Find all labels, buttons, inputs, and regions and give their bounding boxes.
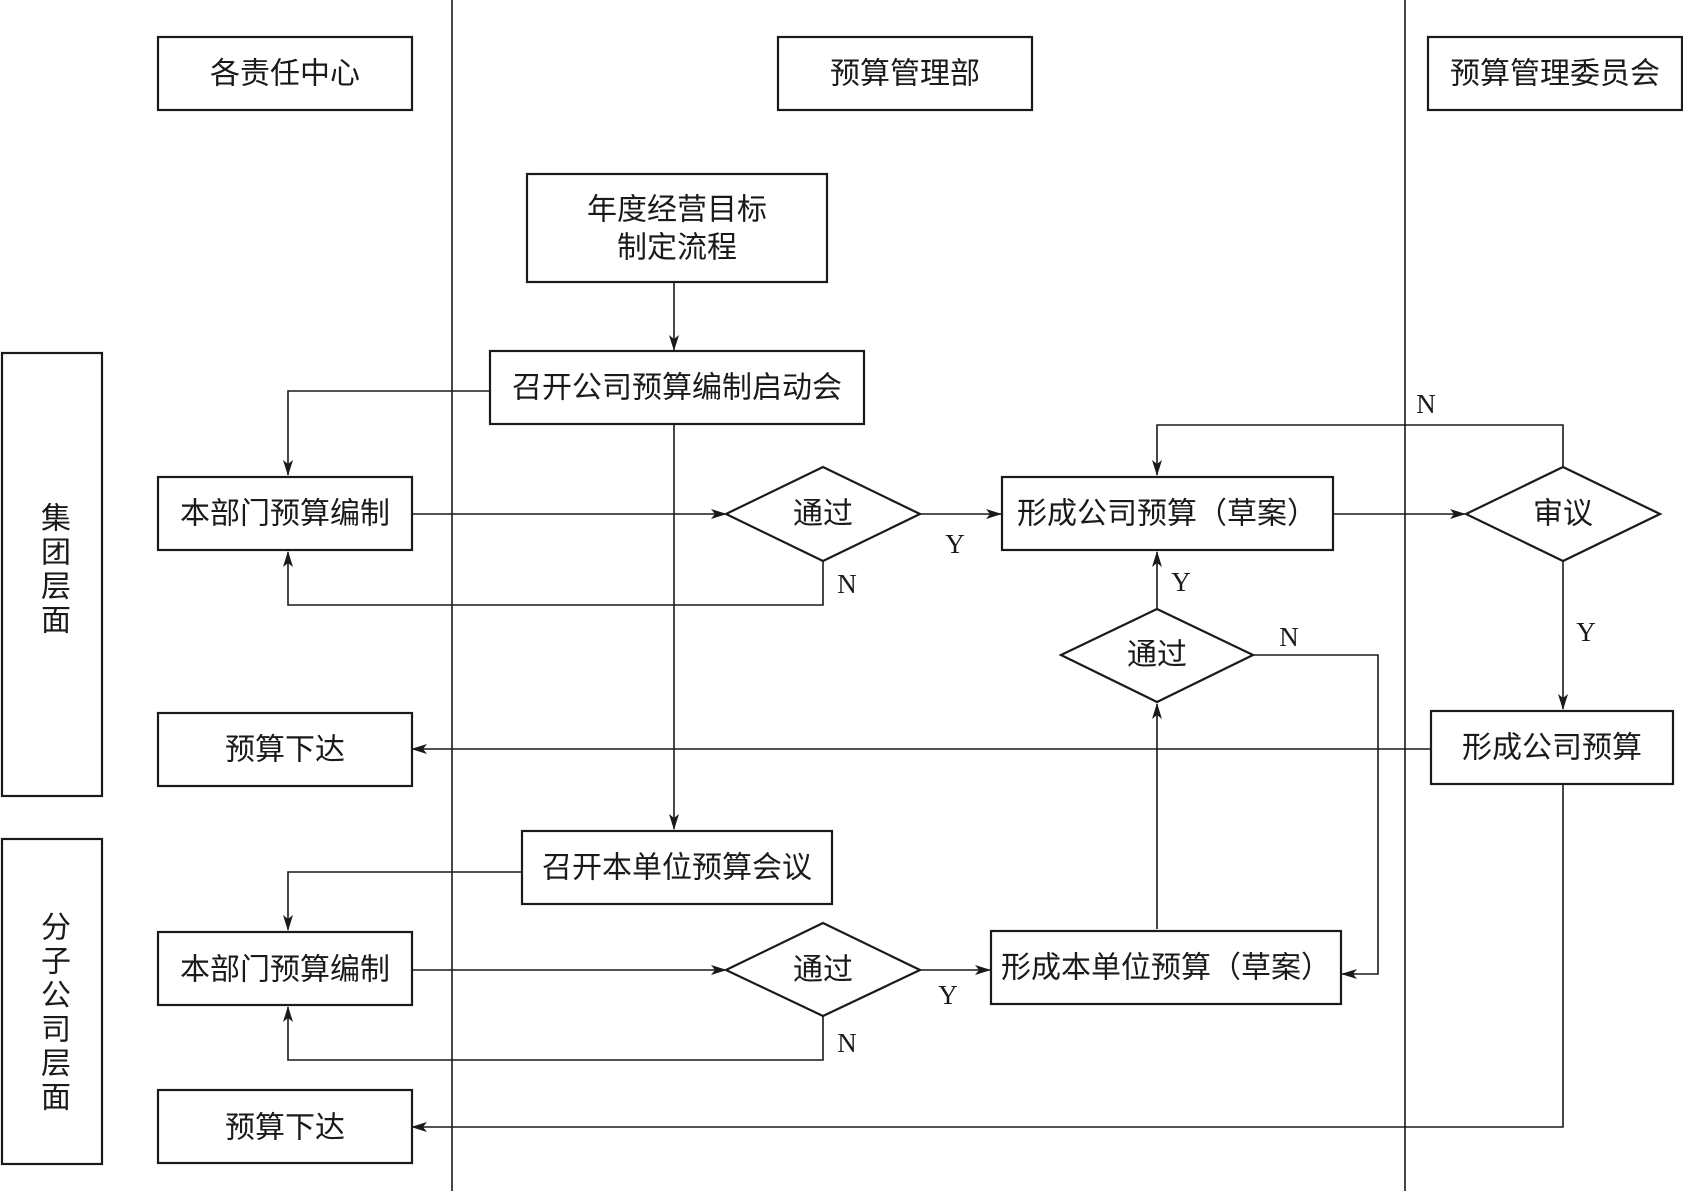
node-company-budget-label: 形成公司预算 <box>1462 731 1642 766</box>
edge-mid-pass-no <box>1253 654 1379 979</box>
level-group-char-1: 集 <box>41 502 71 537</box>
level-group-char-3: 层 <box>41 570 71 605</box>
node-company-draft: 形成公司预算（草案） <box>1000 475 1335 552</box>
level-subsidiary-char-1: 分 <box>41 911 71 946</box>
node-company-budget: 形成公司预算 <box>1429 709 1675 786</box>
node-sub-dept-prep: 本部门预算编制 <box>156 930 414 1007</box>
lane-header-budget-dept: 预算管理部 <box>776 35 1034 112</box>
lane-header-responsibility-centers-label: 各责任中心 <box>210 57 360 92</box>
node-review: 审议 <box>1463 465 1663 563</box>
level-header-group: 集 团 层 面 <box>0 351 104 798</box>
level-subsidiary-char-3: 公 <box>41 979 71 1014</box>
edge-kickoff-to-group-prep <box>283 390 490 476</box>
lane-header-budget-committee-label: 预算管理委员会 <box>1450 57 1660 92</box>
node-sub-dept-prep-label: 本部门预算编制 <box>180 953 390 988</box>
edge-label-mid-pass-no: N <box>1279 622 1299 652</box>
edge-label-group-pass-no: N <box>837 569 857 599</box>
edge-review-no <box>1152 424 1564 476</box>
node-mid-pass-label: 通过 <box>1127 638 1187 673</box>
node-group-issue-label: 预算下达 <box>225 733 345 768</box>
edge-label-sub-pass-no: N <box>837 1028 857 1058</box>
node-annual-goal-line-1: 年度经营目标 <box>587 193 767 228</box>
node-group-issue: 预算下达 <box>156 711 414 788</box>
level-group-char-4: 面 <box>41 604 71 639</box>
node-unit-meeting-label: 召开本单位预算会议 <box>542 851 812 886</box>
level-group-char-2: 团 <box>41 536 71 571</box>
node-unit-draft: 形成本单位预算（草案） <box>989 929 1343 1006</box>
node-sub-pass-label: 通过 <box>793 953 853 988</box>
node-group-pass-label: 通过 <box>793 497 853 532</box>
edge-group-pass-no <box>283 551 824 606</box>
node-group-dept-prep: 本部门预算编制 <box>156 475 414 552</box>
lane-header-budget-committee: 预算管理委员会 <box>1426 35 1683 112</box>
edge-label-review-no: N <box>1416 389 1436 419</box>
node-company-draft-label: 形成公司预算（草案） <box>1017 497 1317 532</box>
node-sub-issue-label: 预算下达 <box>225 1111 345 1146</box>
node-group-kickoff: 召开公司预算编制启动会 <box>488 349 866 426</box>
level-subsidiary-char-4: 司 <box>41 1013 71 1048</box>
edge-budget-to-sub-issue <box>411 785 1564 1132</box>
node-group-dept-prep-label: 本部门预算编制 <box>180 497 390 532</box>
node-unit-meeting: 召开本单位预算会议 <box>520 829 834 906</box>
edge-label-review-yes: Y <box>1576 617 1596 647</box>
lane-header-responsibility-centers: 各责任中心 <box>156 35 414 112</box>
edge-label-sub-pass-yes: Y <box>938 980 958 1010</box>
node-review-label: 审议 <box>1533 497 1593 532</box>
node-mid-pass: 通过 <box>1058 607 1256 704</box>
node-unit-draft-label: 形成本单位预算（草案） <box>1001 951 1331 986</box>
edge-sub-pass-no <box>283 1006 824 1061</box>
node-sub-issue: 预算下达 <box>156 1088 414 1165</box>
level-header-subsidiary: 分 子 公 司 层 面 <box>0 837 104 1166</box>
edge-unit-meeting-to-sub-prep <box>283 871 522 931</box>
level-subsidiary-char-6: 面 <box>41 1081 71 1116</box>
node-sub-pass: 通过 <box>723 921 923 1018</box>
node-group-kickoff-label: 召开公司预算编制启动会 <box>512 371 842 406</box>
lane-header-budget-dept-label: 预算管理部 <box>830 57 980 92</box>
node-annual-goal: 年度经营目标 制定流程 <box>525 172 829 284</box>
level-subsidiary-char-5: 层 <box>41 1047 71 1082</box>
level-subsidiary-char-2: 子 <box>41 945 71 980</box>
edge-label-mid-pass-yes: Y <box>1171 567 1191 597</box>
node-annual-goal-line-2: 制定流程 <box>617 231 737 266</box>
node-group-pass: 通过 <box>723 465 923 563</box>
edge-label-group-pass-yes: Y <box>945 529 965 559</box>
